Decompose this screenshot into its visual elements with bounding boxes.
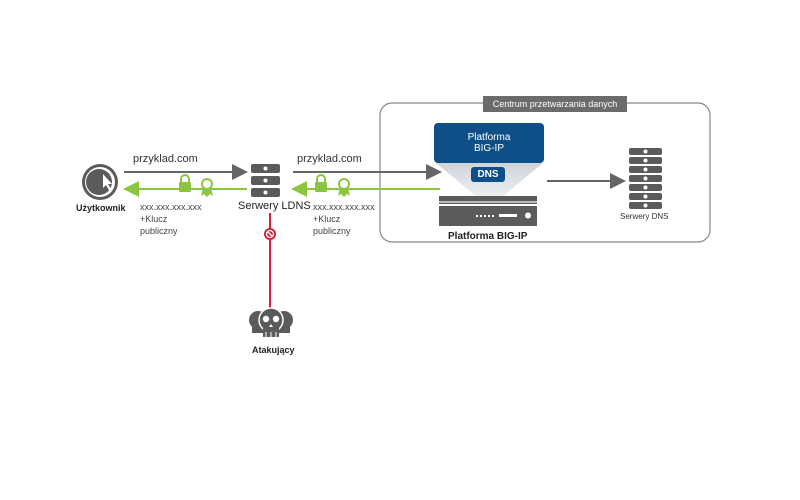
response-ip: xxx.xxx.xxx.xxx — [140, 202, 202, 212]
dns-servers-label: Serwery DNS — [620, 212, 669, 221]
response-ip: xxx.xxx.xxx.xxx — [313, 202, 375, 212]
ldns-bigip-response-label: xxx.xxx.xxx.xxx +Klucz publiczny — [313, 201, 375, 237]
attacker-label: Atakujący — [252, 345, 295, 355]
ldns-bigip-request-label: przyklad.com — [297, 153, 362, 165]
user-label: Użytkownik — [76, 203, 126, 213]
skulls-icon — [249, 307, 293, 337]
ldns-label: Serwery LDNS — [238, 200, 311, 212]
response-key-type: publiczny — [140, 226, 178, 236]
appliance-icon — [439, 196, 537, 226]
certificate-icon — [201, 178, 213, 197]
bigip-device-label: Platforma BIG-IP — [448, 231, 528, 242]
response-key: +Klucz — [313, 214, 341, 224]
bigip-module-title-line1: Platforma — [467, 132, 511, 143]
user-cursor-icon — [82, 164, 118, 200]
lock-icon — [179, 174, 191, 192]
user-ldns-request-label: przyklad.com — [133, 153, 198, 165]
server-rack-icon — [629, 148, 662, 209]
datacenter-title: Centrum przetwarzania danych — [483, 96, 627, 112]
response-key-type: publiczny — [313, 226, 351, 236]
bigip-module-title-line2: BIG-IP — [473, 143, 504, 154]
lock-icon — [315, 174, 327, 192]
response-key: +Klucz — [140, 214, 168, 224]
user-ldns-response-label: xxx.xxx.xxx.xxx +Klucz publiczny — [140, 201, 202, 237]
server-stack-icon — [251, 164, 280, 197]
dns-module-badge: DNS — [471, 167, 505, 182]
blocked-icon — [264, 228, 276, 240]
bigip-module: Platforma BIG-IP — [434, 123, 544, 163]
certificate-icon — [338, 178, 350, 197]
